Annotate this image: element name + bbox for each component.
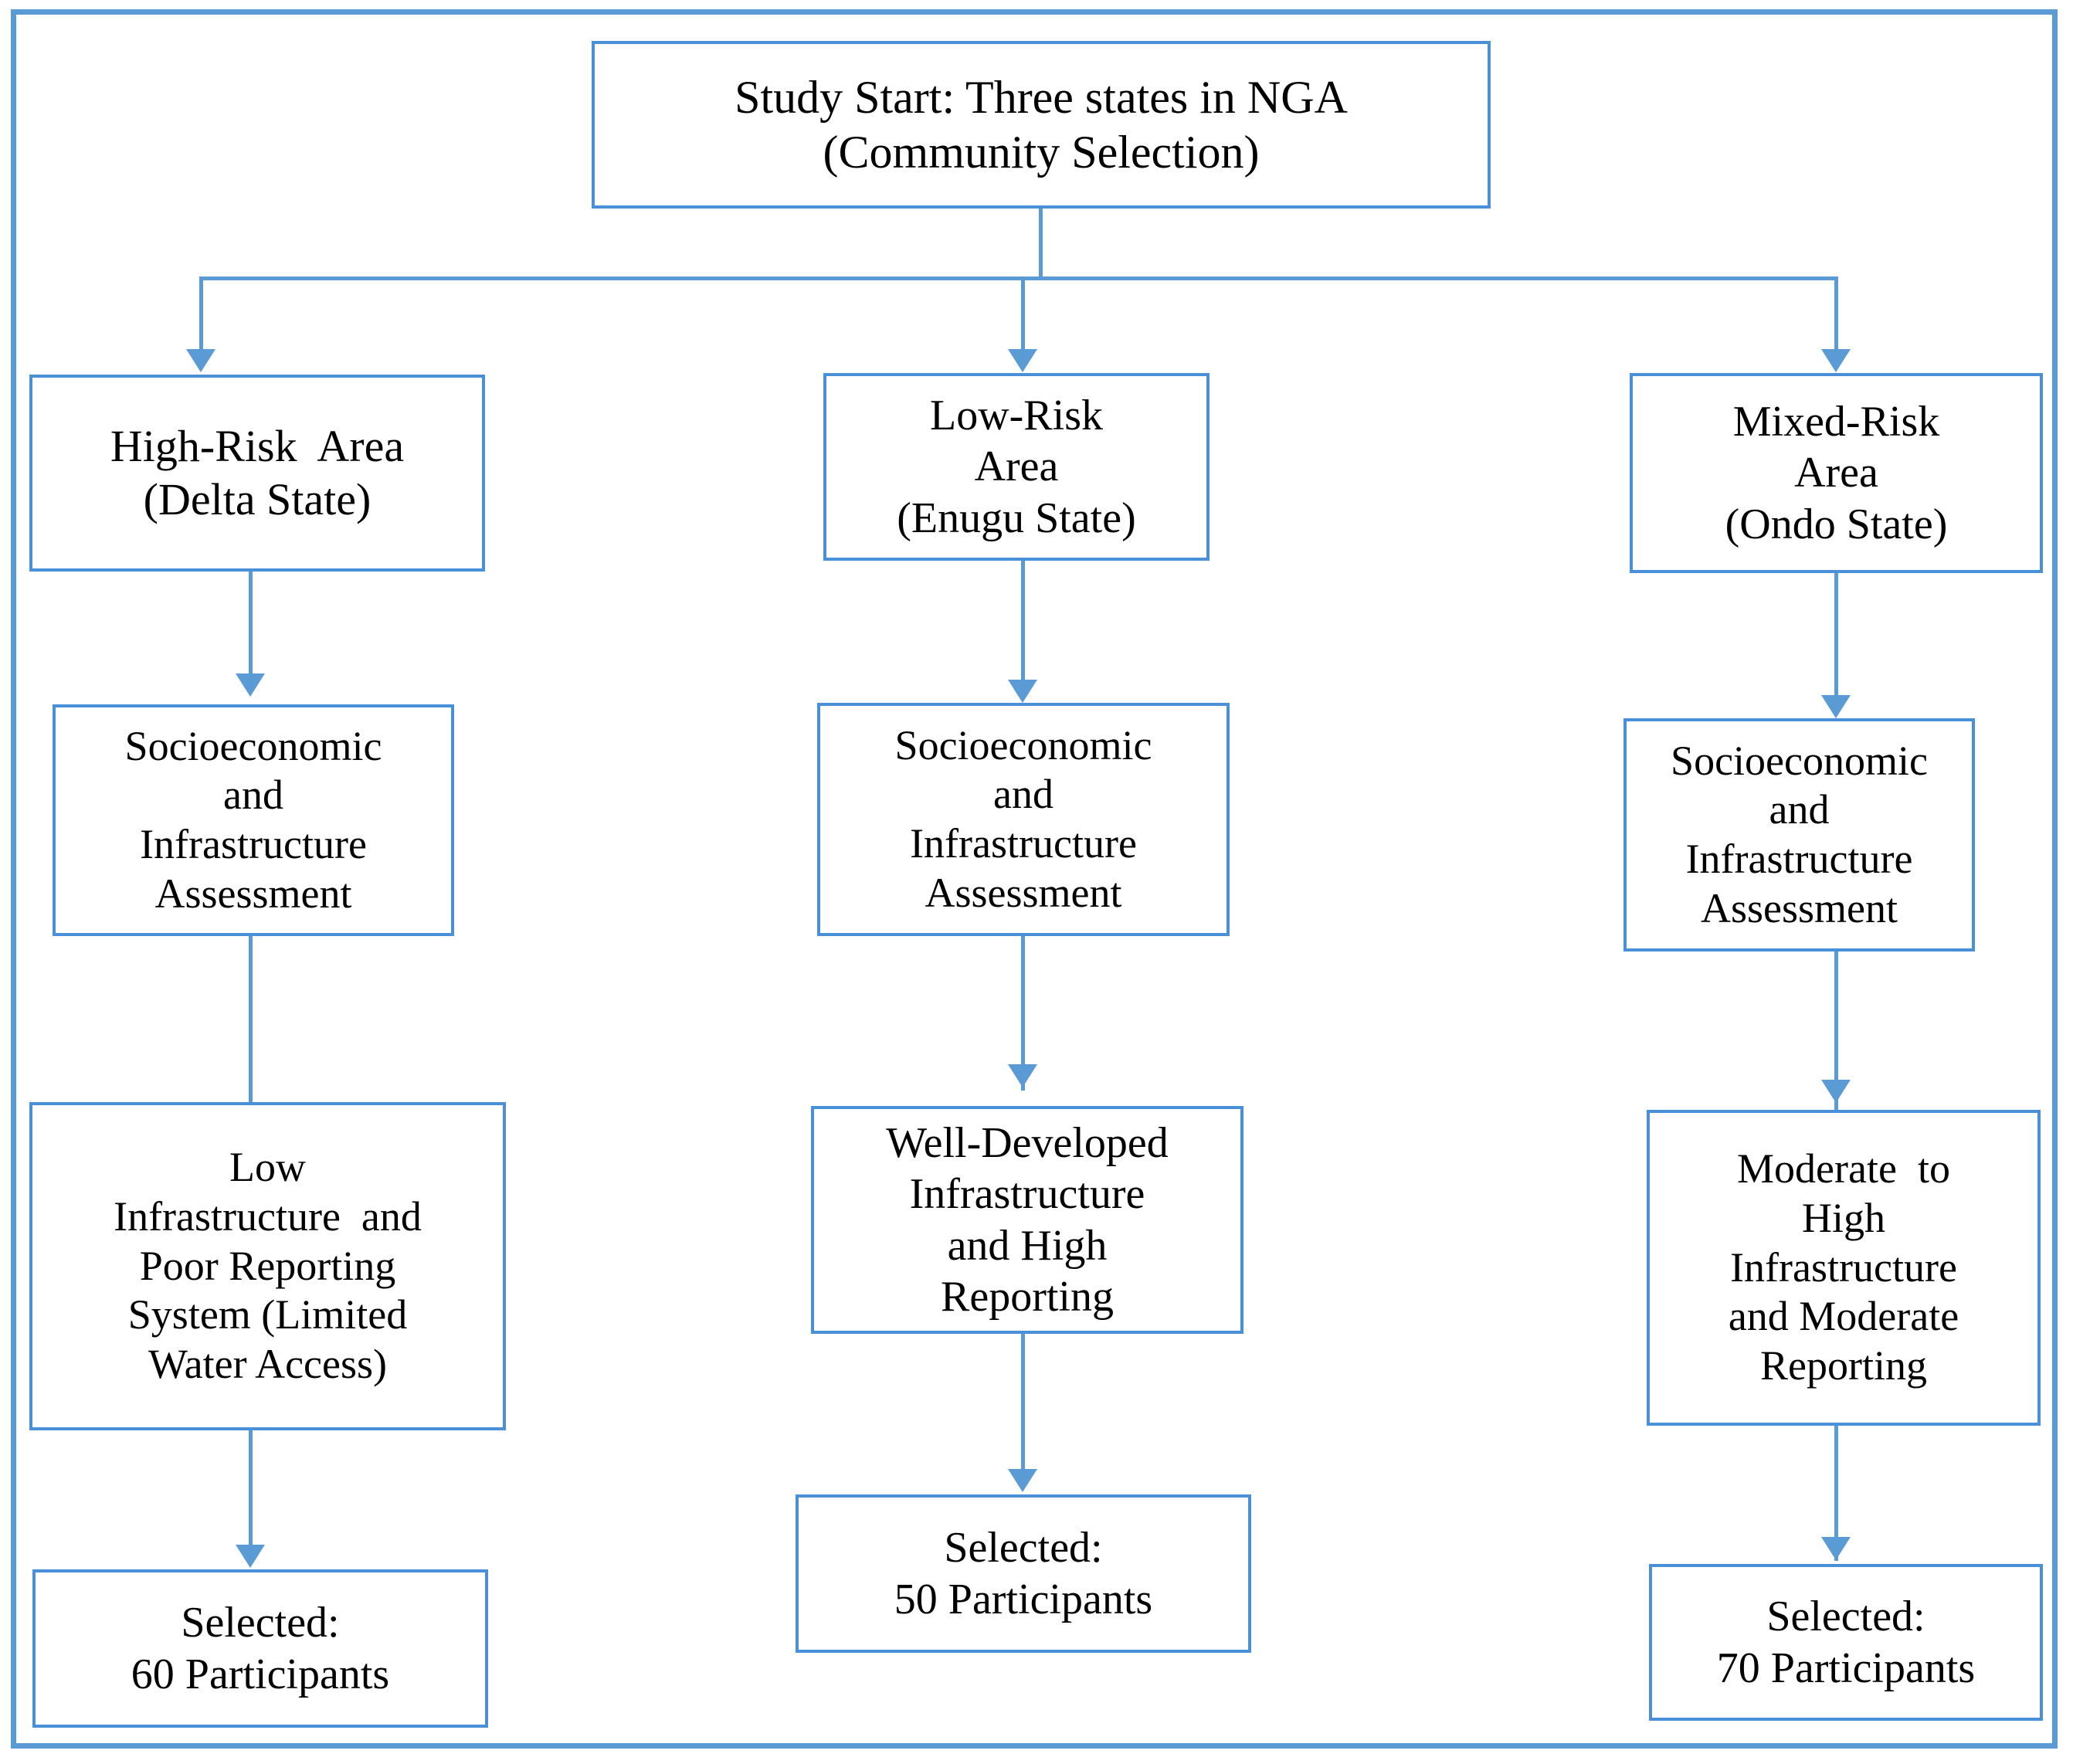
node-selected-ondo-text: Selected: 70 Participants: [1660, 1591, 2032, 1693]
node-selected-enugu[interactable]: Selected: 50 Participants: [796, 1494, 1251, 1653]
connector-c2-finding-to-selected: [1021, 1333, 1025, 1476]
node-low-infrastructure-finding[interactable]: Low Infrastructure and Poor Reporting Sy…: [29, 1102, 506, 1430]
line: and Moderate: [1728, 1293, 1959, 1340]
line: Reporting: [941, 1272, 1114, 1321]
connector-branch-right: [1834, 276, 1838, 355]
line: Socioeconomic: [1671, 737, 1928, 784]
line: and: [223, 772, 283, 819]
node-socioeconomic-assessment-enugu[interactable]: Socioeconomic and Infrastructure Assessm…: [817, 703, 1230, 936]
line: 70 Participants: [1716, 1644, 1976, 1692]
arrowhead-branch-middle: [1008, 349, 1037, 372]
arrowhead-branch-right: [1821, 349, 1851, 372]
node-selected-delta-text: Selected: 60 Participants: [43, 1597, 477, 1699]
line: Assessment: [1701, 884, 1898, 931]
node-mixed-risk-area[interactable]: Mixed-Risk Area (Ondo State): [1630, 373, 2043, 573]
line: (Ondo State): [1725, 500, 1948, 548]
line: Reporting: [1760, 1342, 1927, 1389]
line: Area: [1794, 449, 1878, 497]
connector-branch-middle: [1021, 276, 1025, 355]
line: Moderate to: [1737, 1145, 1950, 1192]
node-mixed-risk-area-text: Mixed-Risk Area (Ondo State): [1640, 396, 2032, 549]
line: Infrastructure and: [114, 1192, 422, 1240]
arrowhead-c2-selected: [1008, 1469, 1037, 1492]
line: Area: [974, 443, 1059, 491]
node-socioeconomic-assessment-ondo[interactable]: Socioeconomic and Infrastructure Assessm…: [1623, 718, 1975, 952]
connector-split-bar: [199, 276, 1838, 280]
line: and: [1769, 786, 1830, 833]
line: and High: [947, 1221, 1108, 1270]
arrowhead-c1-assessment: [236, 673, 265, 697]
node-low-risk-area[interactable]: Low-Risk Area (Enugu State): [823, 373, 1210, 561]
connector-start-down: [1039, 209, 1043, 280]
connector-c3-finding-to-selected: [1834, 1426, 1838, 1561]
node-study-start[interactable]: Study Start: Three states in NGA (Commun…: [592, 41, 1491, 209]
connector-c1-assessment-to-finding: [249, 936, 253, 1133]
node-socioeconomic-assessment-ondo-text: Socioeconomic and Infrastructure Assessm…: [1634, 737, 1964, 934]
node-high-risk-area-text: High-Risk Area (Delta State): [40, 420, 474, 526]
node-low-risk-area-text: Low-Risk Area (Enugu State): [834, 390, 1199, 543]
node-well-developed-infrastructure-finding[interactable]: Well-Developed Infrastructure and High R…: [811, 1106, 1243, 1334]
connector-c3-assessment-to-finding: [1834, 952, 1838, 1133]
arrowhead-c2-finding: [1008, 1064, 1037, 1087]
node-selected-delta[interactable]: Selected: 60 Participants: [32, 1569, 488, 1728]
line: Socioeconomic: [894, 721, 1152, 768]
line: Selected:: [944, 1524, 1103, 1572]
line: Well-Developed: [886, 1119, 1169, 1168]
line: Mixed-Risk: [1732, 398, 1940, 446]
line: 60 Participants: [131, 1650, 390, 1698]
node-selected-enugu-text: Selected: 50 Participants: [806, 1522, 1240, 1624]
line: Water Access): [148, 1341, 387, 1388]
arrowhead-c2-assessment: [1008, 680, 1037, 703]
line: Socioeconomic: [124, 722, 382, 769]
line: Infrastructure: [1685, 836, 1913, 882]
line: Infrastructure: [1730, 1243, 1957, 1291]
line: (Enugu State): [897, 494, 1136, 542]
line: (Delta State): [143, 473, 372, 524]
node-selected-ondo[interactable]: Selected: 70 Participants: [1649, 1564, 2043, 1721]
arrowhead-branch-left: [186, 349, 215, 372]
connector-c2-area-to-assessment: [1021, 561, 1025, 684]
node-moderate-high-infrastructure-finding-text: Moderate to High Infrastructure and Mode…: [1657, 1145, 2030, 1391]
line: Low-Risk: [930, 392, 1103, 440]
line: Low: [229, 1144, 306, 1191]
node-well-developed-infrastructure-finding-text: Well-Developed Infrastructure and High R…: [822, 1118, 1233, 1321]
arrowhead-c1-selected: [236, 1545, 265, 1568]
connector-c3-area-to-assessment: [1834, 573, 1838, 701]
line: Infrastructure: [909, 1170, 1145, 1219]
node-socioeconomic-assessment-delta[interactable]: Socioeconomic and Infrastructure Assessm…: [53, 704, 454, 936]
line: Infrastructure: [140, 821, 367, 867]
node-socioeconomic-assessment-enugu-text: Socioeconomic and Infrastructure Assessm…: [828, 721, 1219, 918]
line: 50 Participants: [894, 1575, 1153, 1623]
node-moderate-high-infrastructure-finding[interactable]: Moderate to High Infrastructure and Mode…: [1647, 1110, 2041, 1426]
node-high-risk-area[interactable]: High-Risk Area (Delta State): [29, 375, 485, 572]
line: Assessment: [154, 870, 352, 917]
node-low-infrastructure-finding-text: Low Infrastructure and Poor Reporting Sy…: [40, 1143, 495, 1389]
connector-c2-assessment-to-finding: [1021, 936, 1025, 1091]
connector-c1-area-to-assessment: [249, 572, 253, 680]
line: Selected:: [181, 1599, 340, 1647]
line: Assessment: [925, 869, 1122, 916]
node-study-start-text: Study Start: Three states in NGA (Commun…: [602, 70, 1480, 180]
page-border: [11, 9, 2058, 1749]
line: (Community Selection): [823, 126, 1260, 178]
line: and: [993, 771, 1053, 818]
line: Poor Reporting: [139, 1242, 396, 1289]
line: System (Limited: [127, 1291, 408, 1338]
line: Study Start: Three states in NGA: [735, 71, 1348, 123]
line: Selected:: [1766, 1593, 1925, 1641]
line: High-Risk Area: [110, 421, 405, 472]
arrowhead-c3-finding: [1821, 1080, 1851, 1103]
line: Infrastructure: [910, 820, 1137, 867]
connector-branch-left: [199, 276, 203, 355]
connector-c1-finding-to-selected: [249, 1430, 253, 1550]
node-socioeconomic-assessment-delta-text: Socioeconomic and Infrastructure Assessm…: [63, 722, 443, 919]
line: High: [1802, 1194, 1885, 1241]
arrowhead-c3-assessment: [1821, 695, 1851, 718]
arrowhead-c3-selected: [1821, 1537, 1851, 1560]
